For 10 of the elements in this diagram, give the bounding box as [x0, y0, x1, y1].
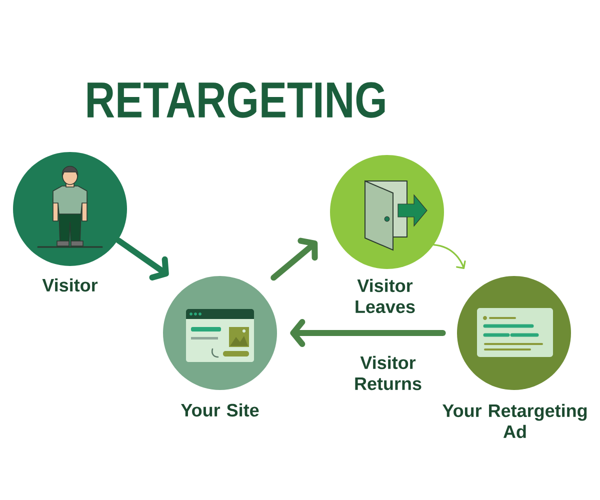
step-label: Your Retargeting Ad — [442, 404, 587, 438]
step-label: Visitor — [42, 278, 98, 292]
edge-label: Visitor Returns — [342, 354, 434, 392]
title: RETARGETING — [88, 82, 385, 118]
arrow — [116, 238, 169, 280]
arrow — [270, 238, 318, 281]
step-label: Visitor Leaves — [356, 278, 415, 314]
arrow — [290, 319, 446, 347]
step-label: Your Site — [180, 403, 259, 417]
arrow — [433, 244, 466, 270]
